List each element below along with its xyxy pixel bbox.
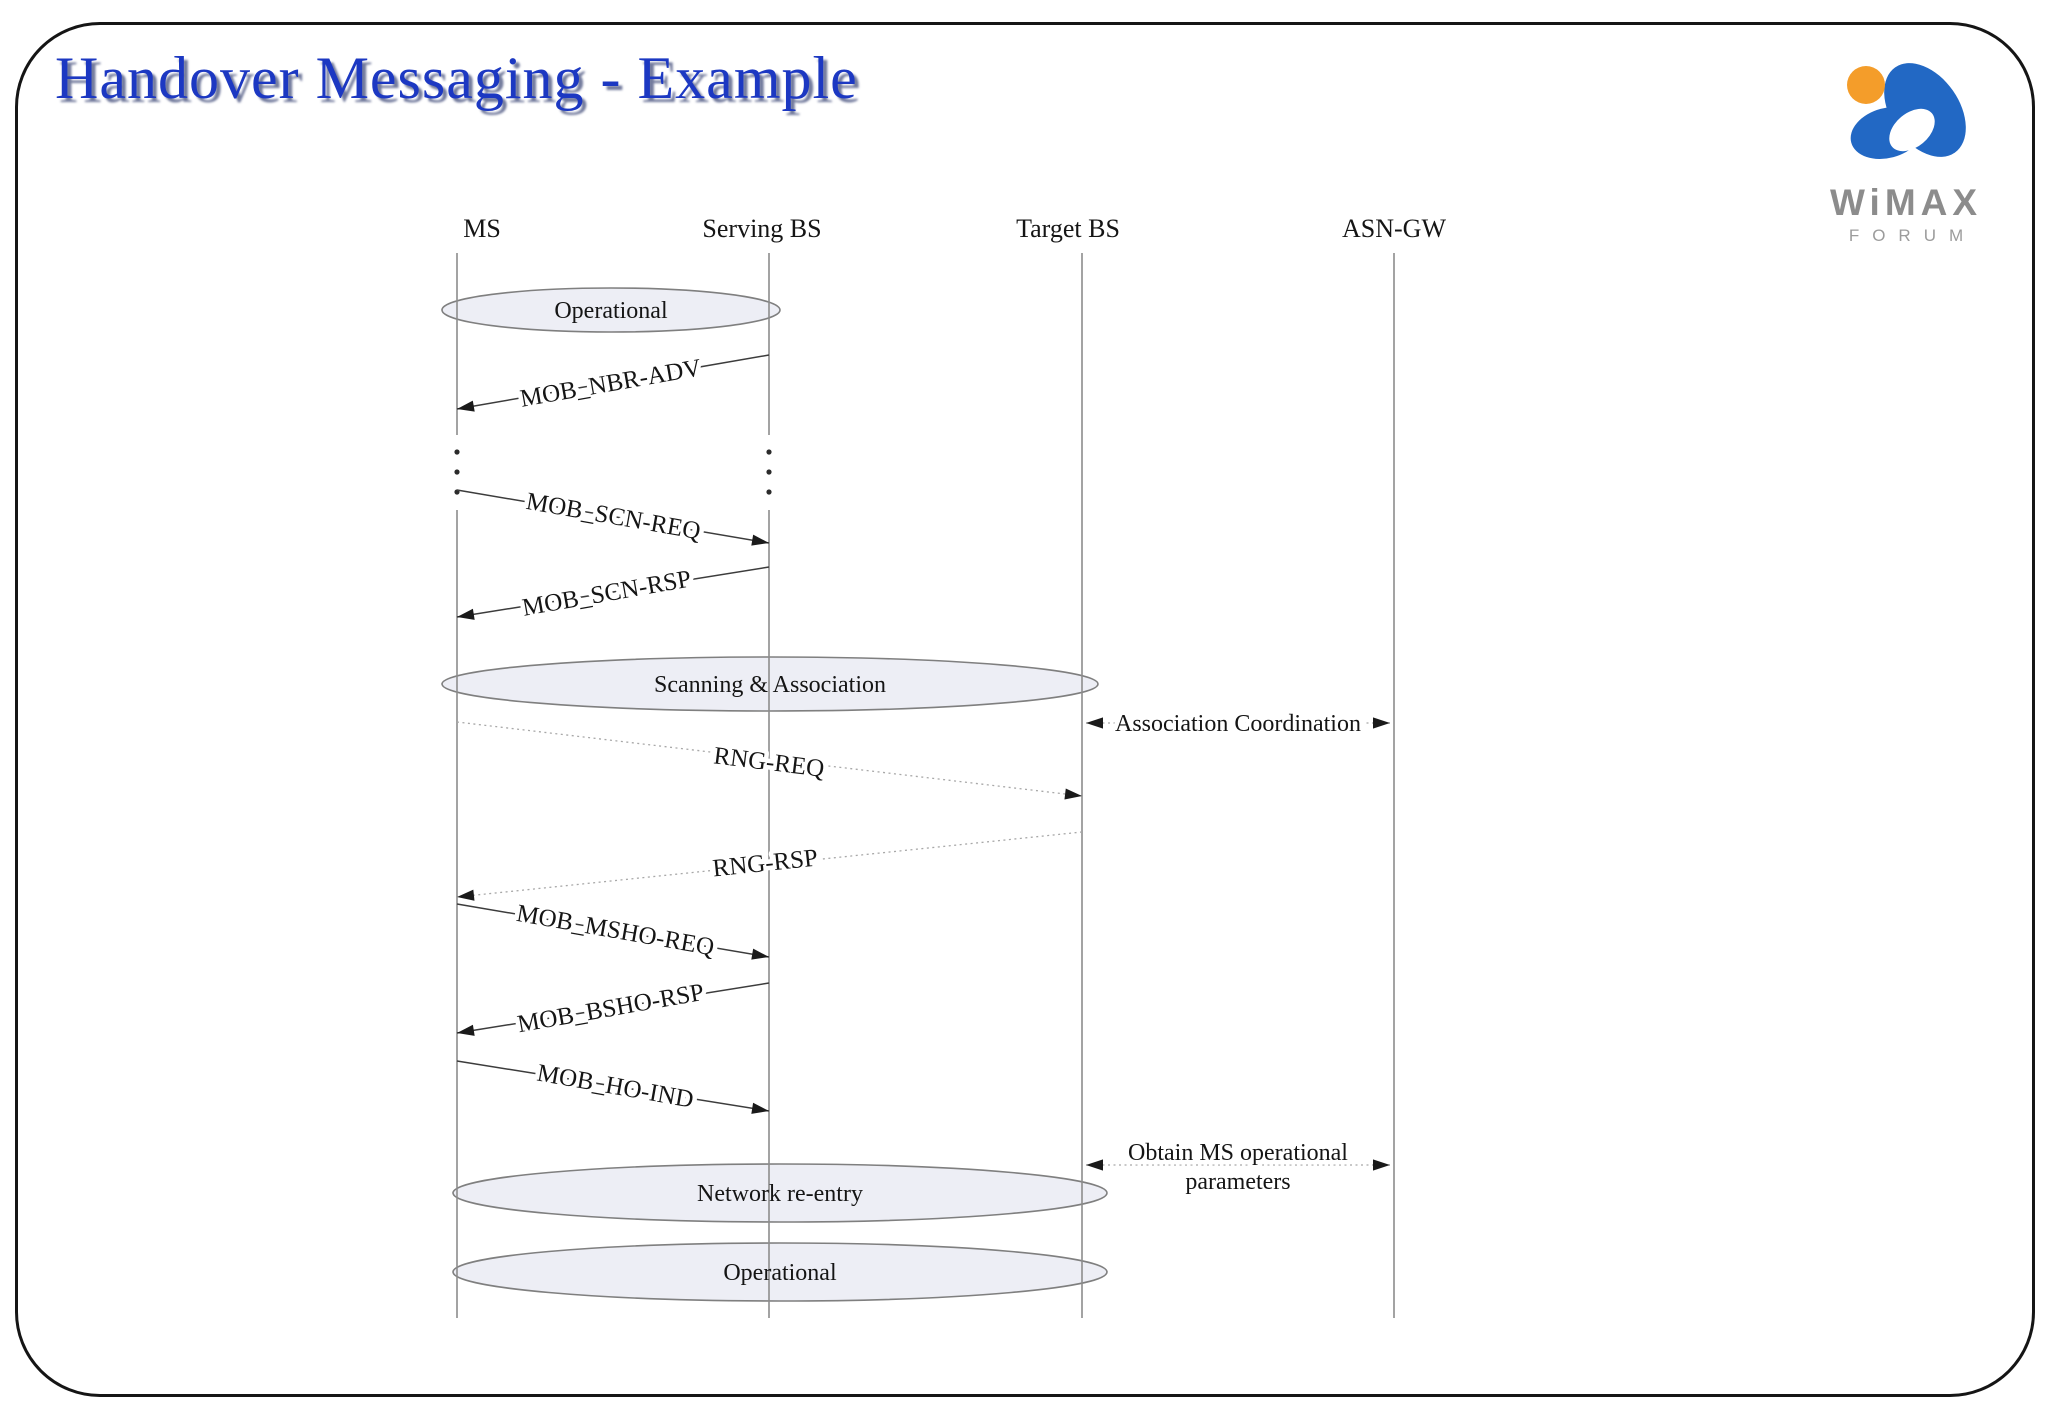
logo-subtext: FORUM	[1848, 226, 1977, 245]
actor-label-asn-gw: ASN-GW	[1342, 214, 1446, 243]
arrowhead	[1086, 717, 1103, 729]
logo-wordmark: WiMAX	[1829, 182, 1983, 223]
state-label-network-reentry: Network re-entry	[697, 1181, 863, 1207]
arrow-mob-bsho-rsp	[456, 982, 770, 1034]
state-scanning-association	[441, 656, 1099, 712]
arrowhead	[751, 534, 769, 546]
slide-border	[15, 22, 2035, 1397]
arrowhead	[1373, 717, 1390, 729]
label-mob-bsho-rsp: MOB_BSHO-RSP	[515, 979, 706, 1038]
actor-label-ms: MS	[463, 214, 501, 243]
state-operational-bottom	[452, 1242, 1108, 1302]
arrowhead	[751, 1102, 769, 1114]
arrow-mob-ho-ind	[456, 1060, 770, 1112]
arrowhead	[751, 948, 769, 960]
state-network-reentry	[452, 1163, 1108, 1223]
state-labels: Operational Scanning & Association Netwo…	[554, 298, 886, 1286]
label-mob-scn-rsp: MOB_SCN-RSP	[520, 565, 693, 621]
arrow-mob-scn-req	[456, 489, 770, 544]
arrowhead	[457, 400, 475, 412]
arrow-rng-req	[456, 721, 1083, 797]
state-label-operational-top: Operational	[554, 298, 668, 324]
actor-label-serving-bs: Serving BS	[702, 214, 821, 243]
arrowhead	[1373, 1159, 1390, 1171]
page-title: Handover Messaging - Example	[55, 45, 858, 111]
label-mob-ho-ind: MOB_HO-IND	[535, 1060, 696, 1114]
actor-label-target-bs: Target BS	[1016, 214, 1120, 243]
arrowhead	[1064, 788, 1082, 800]
label-association-coordination: Association Coordination	[1115, 711, 1361, 737]
arrowhead	[457, 1024, 475, 1036]
message-labels: MOB_NBR-ADV MOB_SCN-REQ MOB_SCN-RSP RNG-…	[510, 350, 1366, 1200]
lifeline-ellipsis-dots	[454, 449, 772, 495]
label-rng-rsp: RNG-RSP	[711, 845, 819, 883]
arrow-rng-rsp	[456, 831, 1083, 898]
state-label-operational-bottom: Operational	[723, 1260, 837, 1286]
state-ellipses	[441, 287, 1108, 1302]
wimax-forum-logo: WiMAX FORUM	[1808, 48, 2004, 248]
label-mob-msho-req: MOB_MSHO-REQ	[514, 900, 716, 961]
arrowhead	[457, 889, 475, 901]
arrow-mob-nbr-adv	[456, 354, 770, 410]
arrow-mob-msho-req	[456, 903, 770, 958]
logo-orange-dot	[1847, 66, 1885, 104]
logo-white-hole	[1889, 108, 1935, 152]
label-obtain-ms-parameters-line2: parameters	[1185, 1169, 1290, 1195]
actor-headers: MS Serving BS Target BS ASN-GW	[463, 214, 1446, 243]
arrow-mob-scn-rsp	[456, 566, 770, 618]
wimax-logo-icon	[1847, 63, 1966, 159]
label-obtain-ms-parameters-line1: Obtain MS operational	[1128, 1140, 1348, 1166]
label-mob-scn-req: MOB_SCN-REQ	[524, 488, 702, 545]
label-mob-nbr-adv: MOB_NBR-ADV	[518, 354, 703, 412]
message-arrows	[456, 354, 1390, 1171]
arrowhead	[1086, 1159, 1103, 1171]
state-label-scanning-association: Scanning & Association	[654, 672, 886, 698]
arrowhead	[457, 608, 475, 620]
lifelines	[454, 253, 1395, 1318]
state-operational-top	[441, 287, 781, 333]
